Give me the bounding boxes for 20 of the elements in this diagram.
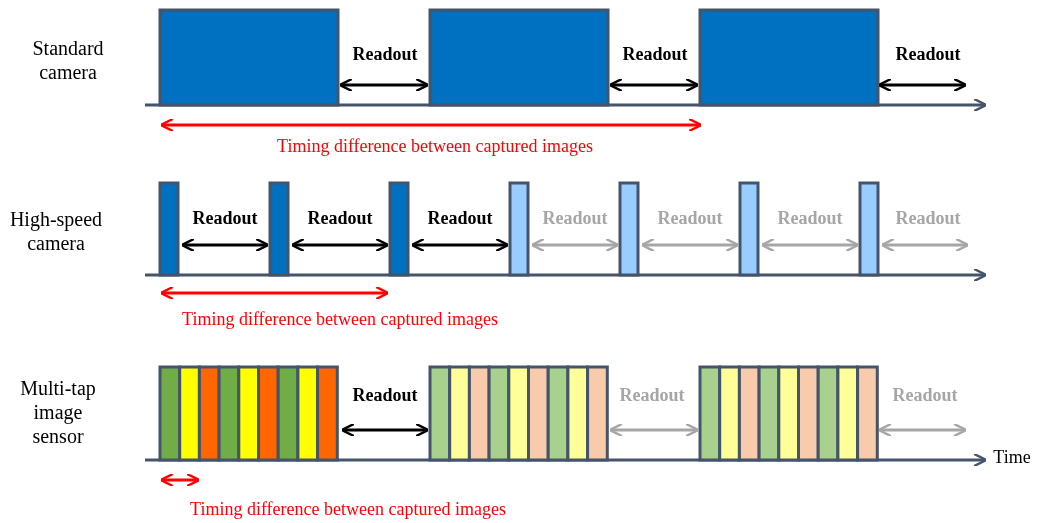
readout-label: Readout <box>777 208 843 230</box>
readout-label: Readout <box>542 208 608 230</box>
readout-label: Readout <box>352 44 418 66</box>
row-label: Standard camera <box>31 36 105 84</box>
readout-label: Readout <box>619 385 685 407</box>
row-label: Multi-tap image sensor <box>19 376 97 448</box>
readout-label: Readout <box>892 385 958 407</box>
axis-label: Time <box>993 447 1031 469</box>
readout-label: Readout <box>895 44 961 66</box>
row-label: High-speed camera <box>8 207 104 255</box>
readout-label: Readout <box>427 208 493 230</box>
readout-label: Readout <box>622 44 688 66</box>
readout-label: Readout <box>352 385 418 407</box>
readout-label: Readout <box>307 208 373 230</box>
timing-label: Timing difference between captured images <box>182 309 498 331</box>
timing-label: Timing difference between captured images <box>190 499 506 521</box>
readout-label: Readout <box>895 208 961 230</box>
readout-label: Readout <box>657 208 723 230</box>
readout-label: Readout <box>192 208 258 230</box>
timing-label: Timing difference between captured images <box>277 136 593 158</box>
